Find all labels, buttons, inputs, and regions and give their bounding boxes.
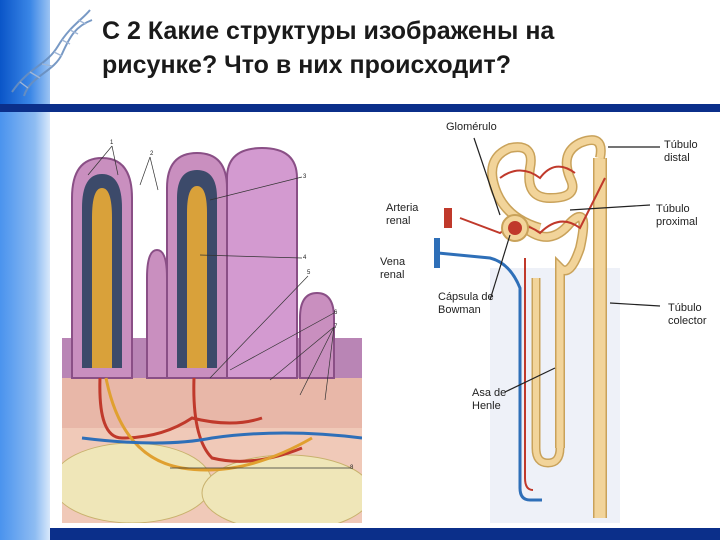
villi-label-8: 8	[350, 465, 354, 471]
header-divider-bar	[0, 104, 720, 112]
intestinal-villi-illustration	[62, 146, 362, 523]
villi-label-3: 3	[303, 174, 307, 180]
label-tubulo-distal: Túbulo distal	[664, 139, 698, 164]
villi-label-6: 6	[334, 310, 338, 316]
label-tubulo-proximal: Túbulo proximal	[656, 203, 698, 228]
label-arteria-renal: Arteria renal	[386, 202, 419, 227]
label-tubulo-colector: Túbulo colector	[668, 302, 707, 327]
footer-bar	[50, 528, 720, 540]
villi-label-5: 5	[307, 270, 311, 276]
label-asa-henle: Asa de Henle	[472, 387, 507, 412]
nephron-illustration	[434, 135, 620, 523]
villi-label-1: 1	[110, 140, 114, 146]
label-capsula-bowman: Cápsula de Bowman	[438, 291, 494, 316]
slide-title: С 2 Какие структуры изображены на рисунк…	[102, 17, 555, 79]
label-vena-renal: Vena renal	[380, 256, 406, 281]
villi-label-4: 4	[303, 255, 307, 261]
villi-label-2: 2	[150, 151, 154, 157]
left-decor-band-lower	[0, 108, 50, 540]
left-decor-band	[0, 0, 50, 540]
label-glomerulo: Glomérulo	[446, 121, 497, 133]
villi-label-7: 7	[334, 324, 338, 330]
dna-helix-icon	[11, 9, 93, 97]
